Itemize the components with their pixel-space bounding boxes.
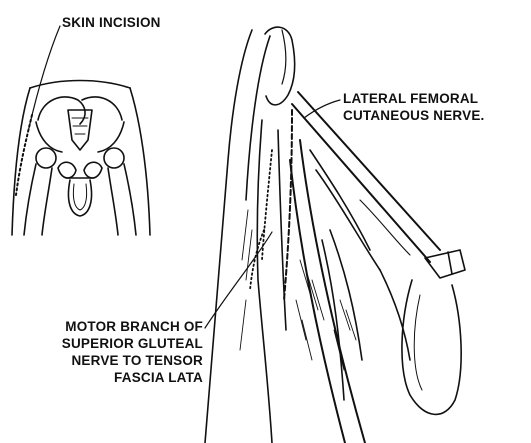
skin-incision-text: SKIN INCISION	[62, 14, 161, 31]
motor-line-3: NERVE TO TENSOR	[8, 352, 203, 369]
lateral-femoral-cutaneous-nerve-label: LATERAL FEMORAL CUTANEOUS NERVE.	[343, 90, 484, 124]
lfcn-line-1: LATERAL FEMORAL	[343, 90, 484, 107]
motor-line-1: MOTOR BRANCH OF	[8, 318, 203, 335]
pelvis-inset	[12, 26, 150, 235]
motor-line-2: SUPERIOR GLUTEAL	[8, 335, 203, 352]
lfcn-line-2: CUTANEOUS NERVE.	[343, 107, 484, 124]
motor-line-4: FASCIA LATA	[8, 369, 203, 386]
skin-incision-label: SKIN INCISION	[62, 14, 161, 31]
motor-branch-label: MOTOR BRANCH OF SUPERIOR GLUTEAL NERVE T…	[8, 318, 203, 386]
